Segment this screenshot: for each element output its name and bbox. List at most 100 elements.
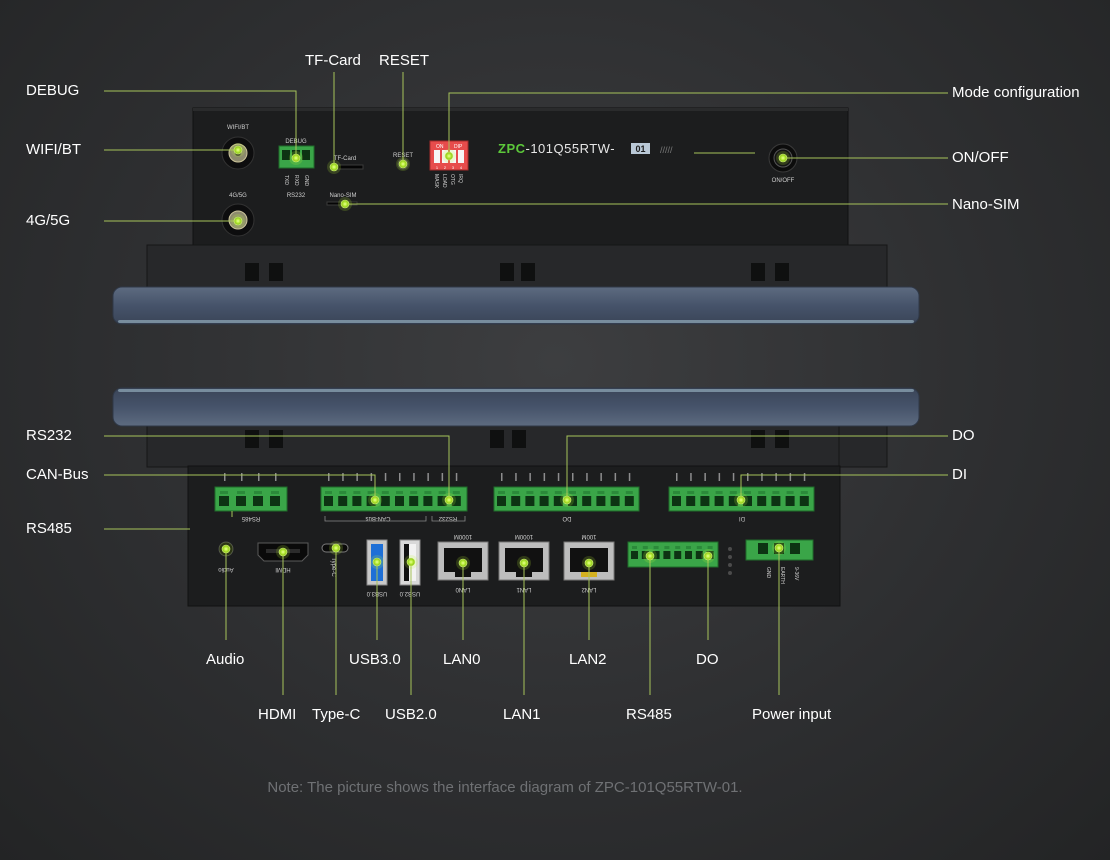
label-tf-card: TF-Card bbox=[305, 52, 361, 69]
terminal-hole bbox=[686, 496, 696, 506]
terminal-hole bbox=[451, 496, 461, 506]
pin-label-mark bbox=[275, 473, 277, 481]
terminal-screw bbox=[642, 546, 648, 549]
dip-pin-number: 4 bbox=[460, 165, 463, 170]
pin-label-mark bbox=[586, 473, 588, 481]
status-leds bbox=[728, 547, 732, 575]
terminal-hole bbox=[511, 496, 521, 506]
label-usb30: USB3.0 bbox=[349, 651, 401, 668]
leader-rs232 bbox=[104, 435, 450, 500]
pin-label-mark bbox=[427, 473, 429, 481]
terminal-screw bbox=[569, 491, 576, 494]
terminal-screw bbox=[687, 491, 695, 494]
pin-label-mark bbox=[543, 473, 546, 481]
pin-label-mark bbox=[455, 473, 458, 481]
terminal-hole bbox=[380, 496, 390, 506]
terminal-hole bbox=[624, 496, 634, 506]
label-do-right: DO bbox=[952, 427, 975, 444]
terminal-screw bbox=[583, 491, 591, 494]
silk-speed-lan2: 100M bbox=[581, 533, 596, 539]
marker-dot bbox=[340, 199, 350, 209]
pin-label-mark bbox=[704, 473, 706, 481]
silk-tfcard: TF-Card bbox=[334, 156, 356, 162]
label-mode-configuration: Mode configuration bbox=[952, 84, 1080, 101]
bottom-front-bezel bbox=[112, 387, 920, 427]
pin-label-mark bbox=[600, 473, 602, 481]
terminal-hole bbox=[785, 496, 795, 506]
terminal-hole bbox=[324, 496, 333, 506]
dip-mode-label: LOAD bbox=[441, 174, 447, 188]
marker-dot bbox=[370, 495, 380, 505]
terminal-screw bbox=[653, 546, 659, 549]
label-audio: Audio bbox=[206, 651, 245, 668]
terminal-screw bbox=[540, 491, 548, 494]
model-suffix: 01 bbox=[635, 144, 645, 154]
silk-rs485: RS485 bbox=[241, 515, 260, 521]
marker-dot bbox=[584, 558, 594, 568]
terminal-hole bbox=[553, 496, 563, 506]
pin-label-mark bbox=[789, 473, 792, 481]
marker-dot bbox=[331, 543, 341, 553]
label-rs485-left: RS485 bbox=[26, 520, 72, 537]
terminal-hole bbox=[352, 496, 362, 506]
terminal-screw bbox=[396, 491, 403, 494]
leader-mode bbox=[448, 92, 948, 156]
terminal-hole bbox=[338, 496, 348, 506]
terminal-hole bbox=[799, 496, 809, 506]
terminal-screw bbox=[686, 546, 691, 549]
pin-label-mark bbox=[342, 473, 344, 481]
pin-label-mark bbox=[690, 473, 692, 481]
terminal-screw bbox=[424, 491, 432, 494]
terminal-hole bbox=[771, 496, 781, 506]
terminal-screw bbox=[696, 546, 702, 549]
terminal-screw bbox=[271, 491, 279, 494]
pin-label-mark bbox=[515, 473, 517, 481]
terminal-screw bbox=[438, 491, 446, 494]
terminal-hole bbox=[672, 496, 681, 506]
terminal-screw bbox=[554, 491, 562, 494]
silk-wifi: WIFI/BT bbox=[227, 125, 249, 131]
marker-dot bbox=[372, 557, 382, 567]
dip-pin-number: 2 bbox=[444, 165, 447, 170]
bottom-device: RS485 CAN-Bus RS232 DO DI Audio HDMI Typ… bbox=[112, 387, 920, 607]
terminal-screw bbox=[675, 546, 681, 549]
terminal-screw bbox=[664, 546, 670, 549]
leader-debug bbox=[104, 90, 297, 158]
bottom-back-cover-right bbox=[838, 422, 888, 468]
pin-label-mark bbox=[761, 473, 763, 481]
model-brand: ZPC bbox=[498, 141, 526, 156]
pin-label-mark bbox=[328, 473, 330, 481]
terminal-hole bbox=[525, 496, 535, 506]
pin-label-mark bbox=[441, 473, 444, 481]
terminal-screw bbox=[632, 546, 637, 549]
pin-label-mark bbox=[614, 473, 617, 481]
pin-silkscreen bbox=[224, 473, 806, 481]
terminal-screw bbox=[611, 491, 619, 494]
terminal-screw bbox=[673, 491, 680, 494]
label-hdmi: HDMI bbox=[258, 706, 297, 723]
terminal-hole bbox=[270, 496, 280, 506]
terminal-screw bbox=[707, 546, 713, 549]
label-lan0: LAN0 bbox=[443, 651, 481, 668]
marker-dot bbox=[444, 151, 454, 161]
terminal-hole bbox=[700, 496, 710, 506]
pin-label-mark bbox=[384, 473, 387, 481]
silk-nanosim: Nano-SIM bbox=[329, 193, 356, 199]
pin-label-mark bbox=[628, 473, 631, 481]
dip-mode-label: MASK bbox=[433, 174, 439, 189]
label-power-input: Power input bbox=[752, 706, 832, 723]
silk-rxd: RXD bbox=[293, 175, 299, 186]
marker-dot bbox=[233, 216, 243, 226]
marker-dot bbox=[221, 544, 231, 554]
marker-dot bbox=[778, 153, 788, 163]
top-clips bbox=[245, 263, 789, 281]
marker-dot bbox=[291, 153, 301, 163]
terminal-hole bbox=[641, 551, 649, 559]
marker-dot bbox=[645, 551, 655, 561]
pin-label-mark bbox=[803, 473, 806, 481]
terminal-screw bbox=[772, 491, 780, 494]
terminal-screw bbox=[597, 491, 605, 494]
terminal-hole bbox=[610, 496, 620, 506]
